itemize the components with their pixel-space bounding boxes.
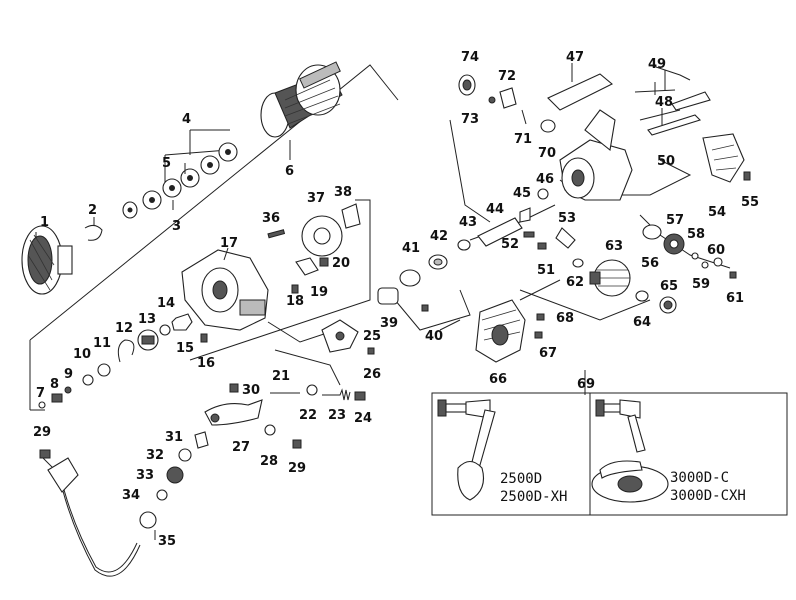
model-label-3000d-c: 3000D-C xyxy=(670,470,729,486)
part-number: 58 xyxy=(687,227,705,242)
part-number: 23 xyxy=(328,408,346,423)
body-shape xyxy=(559,109,633,201)
part-number: 20 xyxy=(332,256,350,271)
part-number: 40 xyxy=(425,329,443,344)
part-number: 50 xyxy=(657,154,675,169)
part-number: 19 xyxy=(310,285,328,300)
part-number: 41 xyxy=(402,241,420,256)
part-number: 74 xyxy=(461,50,479,65)
part-number: 56 xyxy=(641,256,659,271)
part-number: 53 xyxy=(558,211,576,226)
part-number: 21 xyxy=(272,369,290,384)
rotor-shape xyxy=(181,249,269,331)
part-illustrations xyxy=(21,61,751,577)
handle-3000d-illustration xyxy=(591,399,669,503)
part-number: 42 xyxy=(430,229,448,244)
part-number: 14 xyxy=(157,296,175,311)
part-number: 18 xyxy=(286,294,304,309)
part-number: 26 xyxy=(363,367,381,382)
part-number: 60 xyxy=(707,243,725,258)
model-label-3000d-cxh: 3000D-CXH xyxy=(670,488,746,504)
part-number: 59 xyxy=(692,277,710,292)
leader-lines xyxy=(35,63,666,261)
part-number: 25 xyxy=(363,329,381,344)
part-number: 51 xyxy=(537,263,555,278)
part-number: 16 xyxy=(197,356,215,371)
handle-2500d-illustration xyxy=(437,399,496,501)
part-number: 37 xyxy=(307,191,325,206)
washer-stack-shape xyxy=(122,142,238,219)
part-number: 31 xyxy=(165,430,183,445)
part-number: 43 xyxy=(459,215,477,230)
part-number: 11 xyxy=(93,336,111,351)
part-number: 44 xyxy=(486,202,504,217)
model-label-2500d-xh: 2500D-XH xyxy=(500,489,567,505)
part-number: 29 xyxy=(288,461,306,476)
part-number-labels: 1 2 3 4 5 6 7 8 9 10 11 12 13 14 15 16 1… xyxy=(33,50,759,549)
part-number: 71 xyxy=(514,132,532,147)
part-number: 22 xyxy=(299,408,317,423)
part-number: 47 xyxy=(566,50,584,65)
spool-shape xyxy=(260,61,343,138)
part-number: 35 xyxy=(158,534,176,549)
part-number: 63 xyxy=(605,239,623,254)
part-number: 34 xyxy=(122,488,140,503)
part-number: 65 xyxy=(660,279,678,294)
part-number: 13 xyxy=(138,312,156,327)
part-number: 33 xyxy=(136,468,154,483)
spool-cap-shape xyxy=(21,225,73,295)
part-number: 67 xyxy=(539,346,557,361)
part-number: 62 xyxy=(566,275,584,290)
part-number: 5 xyxy=(162,156,171,171)
part-number: 12 xyxy=(115,321,133,336)
part-number: 38 xyxy=(334,185,352,200)
part-number: 6 xyxy=(285,164,294,179)
part-number: 69 xyxy=(577,377,595,392)
part-number: 54 xyxy=(708,205,726,220)
part-number: 2 xyxy=(88,203,97,218)
part-number: 17 xyxy=(220,236,238,251)
part-number: 28 xyxy=(260,454,278,469)
part-number: 66 xyxy=(489,372,507,387)
part-number: 55 xyxy=(741,195,759,210)
part-number: 73 xyxy=(461,112,479,127)
handle-model-labels: 2500D 2500D-XH 3000D-C 3000D-CXH xyxy=(500,470,746,505)
part-number: 32 xyxy=(146,448,164,463)
side-plate-shape xyxy=(475,299,526,363)
part-number: 48 xyxy=(655,95,673,110)
part-number: 36 xyxy=(262,211,280,226)
part-number: 24 xyxy=(354,411,372,426)
part-number: 27 xyxy=(232,440,250,455)
handle-variants-box xyxy=(431,392,788,516)
part-number: 9 xyxy=(64,367,73,382)
model-label-2500d: 2500D xyxy=(500,471,542,487)
part-number: 46 xyxy=(536,172,554,187)
part-number: 70 xyxy=(538,146,556,161)
part-number: 64 xyxy=(633,315,651,330)
part-number: 30 xyxy=(242,383,260,398)
drive-gear-shape xyxy=(589,259,631,297)
part-number: 45 xyxy=(513,186,531,201)
part-number: 10 xyxy=(73,347,91,362)
part-number: 8 xyxy=(50,377,59,392)
part-number: 4 xyxy=(182,112,191,127)
part-number: 29 xyxy=(33,425,51,440)
part-number: 1 xyxy=(40,215,49,230)
part-number: 61 xyxy=(726,291,744,306)
part-number: 15 xyxy=(176,341,194,356)
part-number: 3 xyxy=(172,219,181,234)
part-number: 7 xyxy=(36,386,45,401)
part-number: 52 xyxy=(501,237,519,252)
part-number: 72 xyxy=(498,69,516,84)
part-number: 49 xyxy=(648,57,666,72)
part-number: 68 xyxy=(556,311,574,326)
part-number: 57 xyxy=(666,213,684,228)
part-number: 39 xyxy=(380,316,398,331)
